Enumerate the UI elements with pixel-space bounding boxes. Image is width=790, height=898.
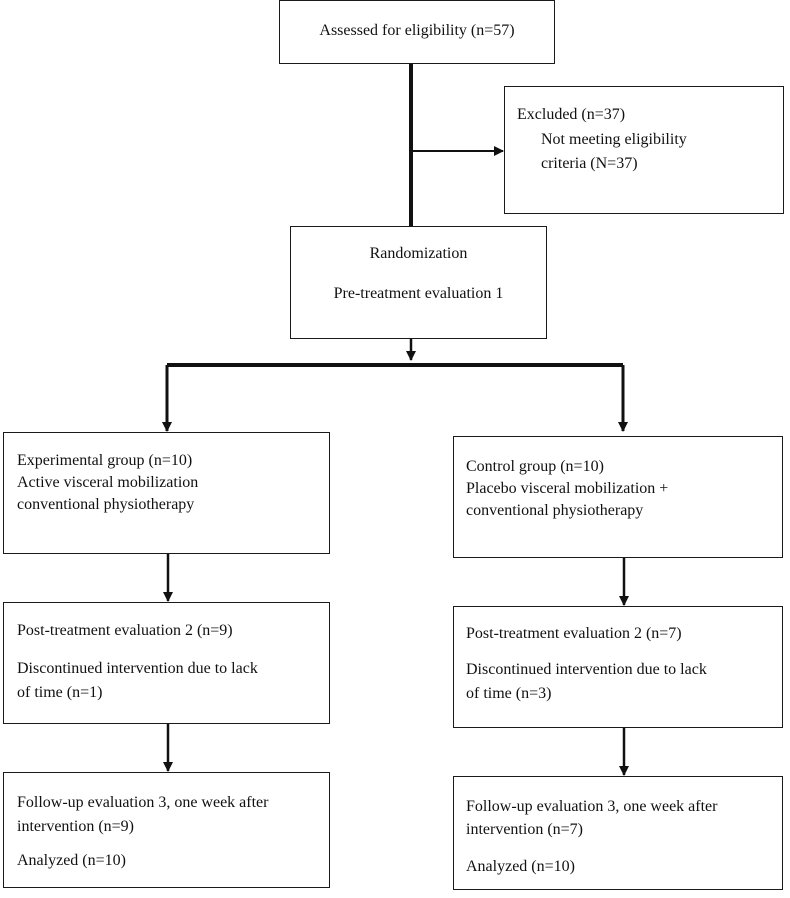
experimental-group-line3: conventional physiotherapy bbox=[17, 496, 195, 513]
assessed-box bbox=[279, 0, 555, 64]
control-group-box bbox=[453, 436, 783, 558]
control-group-line1: Control group (n=10) bbox=[466, 458, 604, 475]
experimental-group-line1: Experimental group (n=10) bbox=[17, 452, 193, 469]
randomization-subtitle: Pre-treatment evaluation 1 bbox=[333, 285, 504, 302]
excluded-title: Excluded (n=37) bbox=[517, 106, 626, 123]
control-post-line1: Post-treatment evaluation 2 (n=7) bbox=[466, 625, 682, 642]
control-follow-line1: Follow-up evaluation 3, one week after bbox=[466, 798, 718, 815]
control-post-line2: Discontinued intervention due to lack bbox=[466, 661, 707, 678]
experimental-group-line2: Active visceral mobilization bbox=[17, 474, 199, 491]
experimental-follow-line1: Follow-up evaluation 3, one week after bbox=[17, 794, 269, 811]
experimental-follow-line3: Analyzed (n=10) bbox=[17, 852, 126, 869]
assessed-label: Assessed for eligibility (n=57) bbox=[319, 22, 515, 39]
excluded-box bbox=[504, 86, 784, 214]
experimental-group-box bbox=[3, 432, 330, 554]
control-follow-line2: intervention (n=7) bbox=[466, 821, 583, 838]
control-group-line3: conventional physiotherapy bbox=[466, 502, 644, 519]
control-follow-line3: Analyzed (n=10) bbox=[466, 858, 575, 875]
control-group-line2: Placebo visceral mobilization + bbox=[466, 480, 669, 497]
excluded-reason-line1: Not meeting eligibility bbox=[541, 131, 687, 148]
experimental-post-line3: of time (n=1) bbox=[17, 684, 103, 701]
control-follow-box bbox=[453, 776, 783, 890]
experimental-post-box bbox=[3, 602, 330, 724]
control-post-line3: of time (n=3) bbox=[466, 685, 552, 702]
experimental-post-line2: Discontinued intervention due to lack bbox=[17, 660, 258, 677]
excluded-reason-line2: criteria (N=37) bbox=[541, 155, 638, 172]
randomization-title: Randomization bbox=[369, 245, 468, 262]
experimental-follow-box bbox=[3, 772, 330, 888]
control-post-box bbox=[453, 606, 783, 728]
experimental-post-line1: Post-treatment evaluation 2 (n=9) bbox=[17, 622, 233, 639]
experimental-follow-line2: intervention (n=9) bbox=[17, 818, 134, 835]
randomization-box bbox=[290, 226, 547, 339]
